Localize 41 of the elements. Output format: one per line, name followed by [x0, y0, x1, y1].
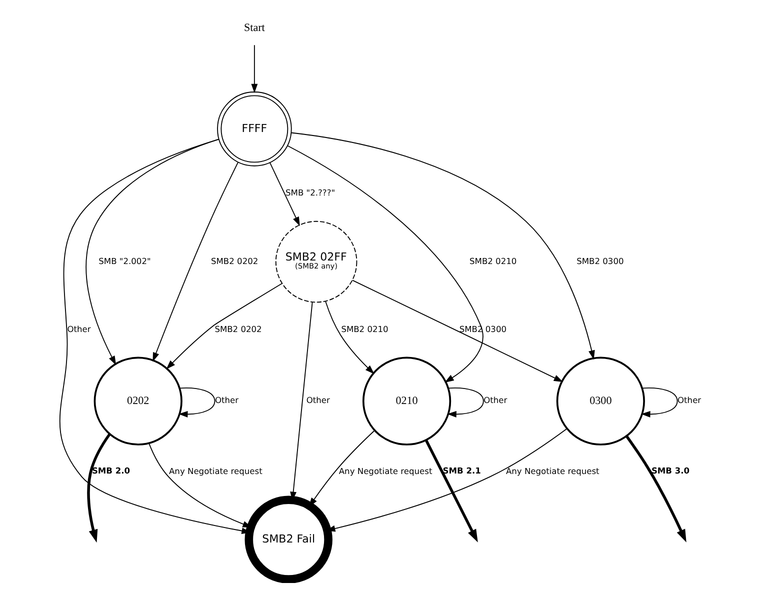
arrow	[59, 138, 251, 534]
edge-label: Any Negotiate request	[169, 466, 262, 476]
edge-label: SMB "2.???"	[286, 188, 336, 198]
edge-label: SMB2 0202	[214, 324, 262, 334]
arrow	[166, 283, 282, 370]
arrow	[641, 388, 678, 418]
edge-label: SMB "2.002"	[98, 256, 151, 266]
edge-label: Other	[306, 395, 330, 406]
edge-label: SMB2 0210	[470, 256, 517, 266]
node-circle: 0210	[362, 356, 452, 446]
arrow	[290, 132, 595, 360]
edge-label: Other	[678, 395, 702, 406]
arrow	[447, 388, 484, 418]
edge-label: SMB2 0210	[341, 324, 388, 334]
arrow	[625, 435, 686, 542]
edge-label: Any Negotiate request	[506, 466, 600, 476]
edge-label: Other	[484, 395, 508, 406]
arrow	[251, 44, 258, 94]
arrow	[424, 439, 478, 542]
edge-label: SMB 3.0	[651, 465, 690, 476]
arrow	[352, 280, 564, 382]
edge-label: SMB 2.1	[442, 465, 481, 476]
arrow	[308, 430, 376, 507]
edge-label: SMB2 0300	[576, 256, 624, 266]
edge-label: Other	[67, 324, 91, 334]
node-circle: FFFF	[217, 92, 292, 166]
node-circle: SMB2 02FF (SMB2 any)	[275, 220, 358, 303]
node-circle: 0300	[556, 356, 645, 446]
edge-label: SMB2 0202	[211, 256, 258, 266]
arrow	[325, 301, 374, 374]
edge-label: SMB2 0300	[459, 324, 507, 334]
edge-label: SMB 2.0	[92, 465, 130, 476]
edge-label: Other	[214, 395, 239, 406]
arrow	[87, 433, 111, 543]
arrow	[287, 145, 484, 383]
arrow	[152, 162, 239, 362]
edge-label: Any Negotiate request	[338, 466, 432, 476]
arrow	[269, 162, 300, 226]
node-text: Start	[244, 22, 265, 34]
arrow	[86, 138, 220, 366]
arrow	[178, 388, 216, 418]
